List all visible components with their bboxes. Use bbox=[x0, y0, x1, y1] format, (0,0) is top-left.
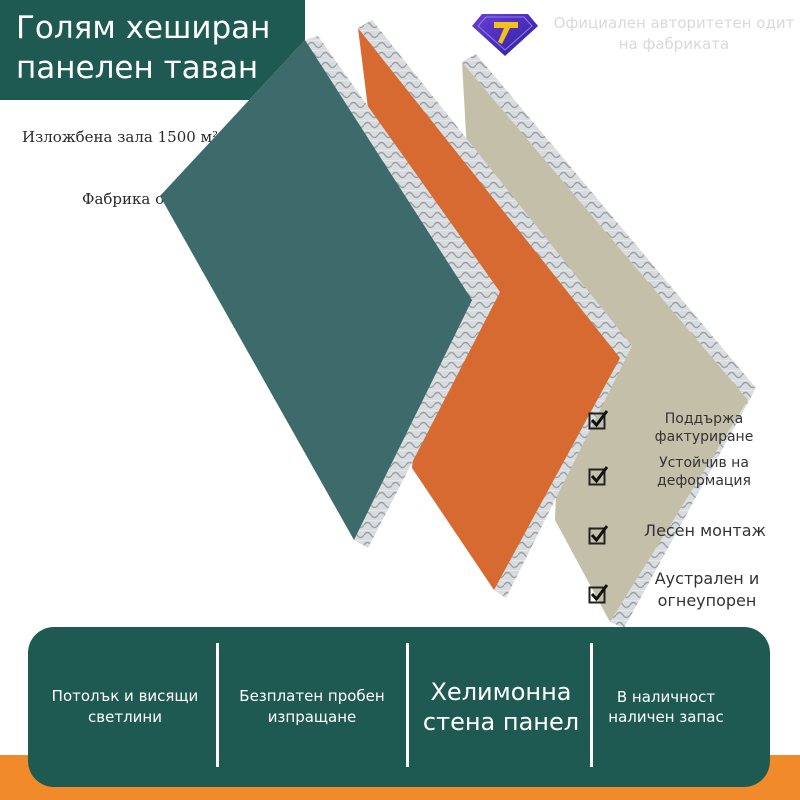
teal-panel bbox=[160, 36, 500, 548]
showroom-info: Изложбена зала 1500 м² bbox=[22, 128, 219, 146]
feature-invoicing: Поддържа фактуриране bbox=[654, 411, 754, 445]
checkbox-icon bbox=[588, 584, 608, 604]
bottom-item-honeycomb: Хелимонна стена панел bbox=[422, 678, 580, 736]
diamond-badge-icon bbox=[472, 14, 538, 56]
certification-text: Официален авторитетен одит на фабриката bbox=[553, 14, 795, 53]
page-title: Голям хеширан панелен таван bbox=[16, 10, 271, 86]
divider bbox=[216, 643, 219, 767]
feature-fireproof: Аустрален и огнеупорен bbox=[654, 569, 760, 610]
divider bbox=[406, 643, 409, 767]
checkbox-icon bbox=[588, 466, 608, 486]
feature-installation: Лесен монтаж bbox=[644, 521, 766, 540]
checkbox-icon bbox=[588, 525, 608, 545]
checkbox-icon bbox=[588, 410, 608, 430]
feature-deformation: Устойчив на деформация bbox=[657, 455, 751, 489]
bottom-feature-bar: Потолък и висящи светлини Безплатен проб… bbox=[28, 627, 770, 787]
title-banner: Голям хеширан панелен таван bbox=[0, 0, 305, 100]
bottom-item-free-sample: Безплатен пробен изпращане bbox=[239, 687, 385, 726]
bottom-item-in-stock: В наличност наличен запас bbox=[608, 688, 724, 726]
divider bbox=[590, 643, 593, 767]
bottom-item-ceiling: Потолък и висящи светлини bbox=[51, 687, 199, 726]
